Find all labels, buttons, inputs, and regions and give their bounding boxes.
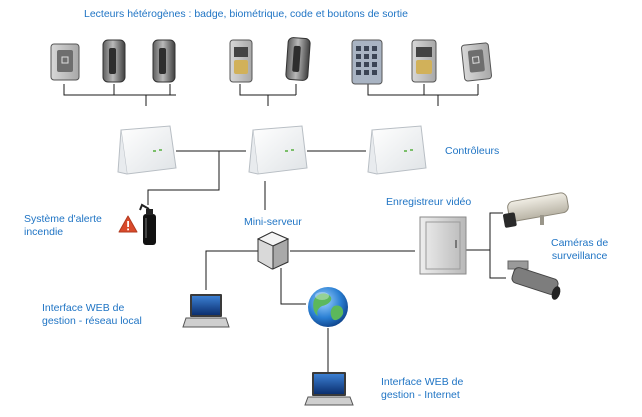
box-camera-icon bbox=[503, 192, 569, 228]
badge-reader-icon bbox=[285, 37, 311, 81]
readers-label: Lecteurs hétérogènes : badge, biométriqu… bbox=[84, 8, 408, 20]
controller-box-icon bbox=[117, 125, 177, 175]
badge-reader-icon bbox=[152, 39, 176, 83]
connection-lines bbox=[63, 84, 506, 372]
laptop-icon bbox=[182, 294, 230, 328]
video-recorder-cabinet-icon bbox=[419, 216, 467, 275]
video-recorder-label: Enregistreur vidéo bbox=[386, 196, 472, 208]
keypad-reader-icon bbox=[351, 39, 383, 85]
controllers-label: Contrôleurs bbox=[445, 145, 500, 157]
reader-group-2 bbox=[229, 37, 311, 83]
biometric-reader-icon bbox=[411, 39, 437, 83]
cameras-label: Caméras de surveillance bbox=[551, 237, 609, 262]
mini-server-label: Mini-serveur bbox=[244, 216, 302, 228]
laptop-icon bbox=[304, 372, 354, 406]
web-interface-local-label: Interface WEB de gestion - réseau local bbox=[42, 302, 142, 327]
reader-group-3 bbox=[351, 39, 493, 85]
biometric-reader-icon bbox=[229, 39, 253, 83]
badge-reader-icon bbox=[460, 42, 493, 82]
server-cube-icon bbox=[256, 231, 290, 270]
globe-icon bbox=[308, 287, 348, 327]
controller-box-icon bbox=[248, 125, 308, 175]
fire-alert-label: Système d'alerte incendie bbox=[24, 213, 102, 238]
warning-icon bbox=[118, 215, 138, 233]
controller-box-icon bbox=[367, 125, 427, 175]
badge-reader-icon bbox=[102, 39, 126, 83]
badge-reader-icon bbox=[50, 43, 80, 81]
bullet-camera-icon bbox=[507, 260, 561, 300]
reader-group-1 bbox=[50, 39, 176, 83]
fire-extinguisher-icon bbox=[139, 203, 156, 245]
web-interface-internet-label: Interface WEB de gestion - Internet bbox=[381, 376, 464, 401]
